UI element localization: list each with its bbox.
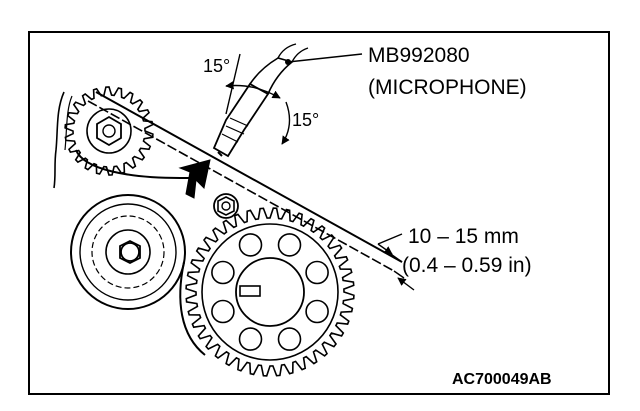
sprocket-hole — [211, 260, 235, 285]
camshaft-bolt — [96, 115, 122, 147]
sprocket-hole — [305, 299, 329, 324]
belt-deflection-dimension — [377, 233, 415, 291]
figure-code-label: AC700049AB — [452, 371, 552, 388]
sprocket-teeth — [64, 86, 154, 176]
sprocket-hole — [277, 327, 302, 351]
tool-leader-dot — [285, 59, 291, 65]
sprocket-hole — [305, 260, 329, 285]
sprocket-teeth — [185, 207, 355, 377]
crankshaft-sprocket — [185, 207, 355, 377]
sprocket-hole — [277, 233, 302, 257]
pointing-arrow — [178, 159, 211, 199]
crankshaft-sprocket-body — [201, 223, 339, 361]
idler-bolt — [213, 193, 239, 219]
camshaft-sprocket-hub — [86, 108, 132, 154]
angle-left-label: 15° — [203, 56, 230, 76]
crankshaft-sprocket-holes — [211, 233, 329, 351]
engine-edge-line-2 — [64, 95, 73, 151]
angle-guides — [225, 53, 291, 145]
distance-in-label: (0.4 – 0.59 in) — [402, 254, 532, 277]
sprocket-hole — [238, 327, 263, 351]
tensioner-pulley — [70, 194, 186, 310]
distance-mm-label: 10 – 15 mm — [408, 225, 519, 248]
camshaft-bolt-center — [102, 124, 116, 138]
engine-edge-line — [53, 91, 65, 189]
camshaft-sprocket — [64, 86, 154, 176]
figure-frame — [28, 31, 610, 395]
timing-belt — [75, 91, 403, 356]
angle-right-label: 15° — [292, 110, 319, 130]
sprocket-hole — [211, 299, 235, 324]
tool-name-label: MB992080 — [368, 44, 470, 67]
sprocket-hole — [238, 233, 263, 257]
tool-leader-line — [287, 53, 363, 63]
tool-desc-label: (MICROPHONE) — [368, 76, 527, 99]
